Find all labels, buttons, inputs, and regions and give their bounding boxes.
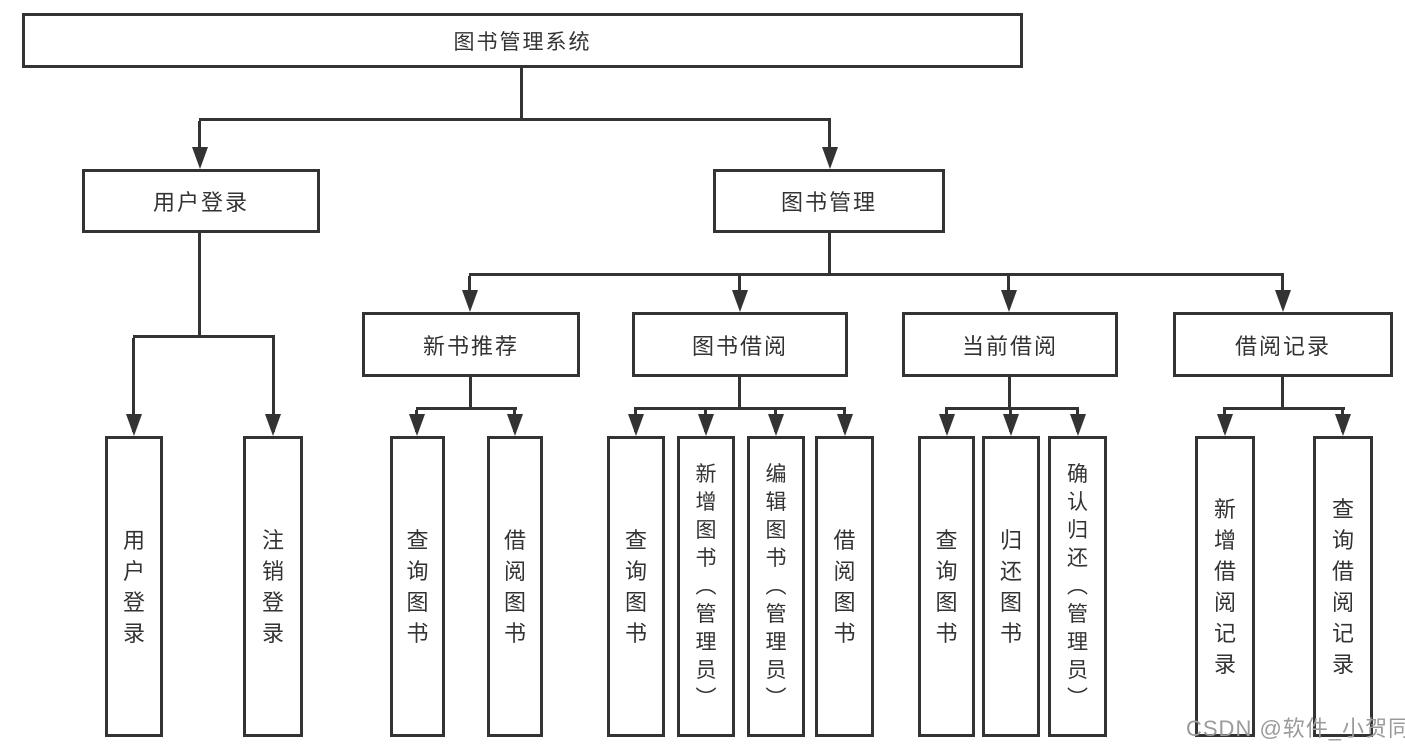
csdn-watermark: CSDN @软件_小贺同学 bbox=[1186, 716, 1405, 741]
connector-records-drop bbox=[1281, 377, 1284, 410]
node-label: 确认归还︵管理员︶ bbox=[1067, 462, 1088, 710]
connector-borrowing-drop bbox=[738, 377, 741, 410]
node-label: 新增借阅记录 bbox=[1213, 496, 1236, 677]
arrowhead-leaf-user-login bbox=[126, 414, 142, 436]
connector-to-current-borrowing bbox=[1007, 276, 1010, 291]
node-new-book-recommendation: 新书推荐 bbox=[362, 312, 580, 377]
node-book-borrowing: 图书借阅 bbox=[632, 312, 848, 377]
node-book-management: 图书管理 bbox=[713, 169, 945, 233]
arrowhead-leaf bbox=[939, 414, 955, 436]
leaf-query-books-borrowing: 查询图书 bbox=[607, 436, 665, 737]
node-label: 查询图书 bbox=[406, 527, 429, 646]
node-label: 新增图书︵管理员︶ bbox=[695, 462, 717, 710]
node-label: 借阅记录 bbox=[1234, 333, 1331, 359]
leaf-confirm-return-admin: 确认归还︵管理员︶ bbox=[1048, 436, 1107, 737]
connector-level2-bus bbox=[469, 273, 1284, 276]
connector-recommend-drop bbox=[469, 377, 472, 410]
arrowhead-borrowing-records bbox=[1275, 290, 1291, 312]
arrowhead-leaf bbox=[1335, 414, 1351, 436]
connector-to-new-book-recommendation bbox=[468, 276, 471, 291]
arrowhead-user-login bbox=[192, 147, 208, 169]
connector-recommend-bus bbox=[416, 407, 517, 410]
connector-to-user-login bbox=[198, 121, 201, 149]
arrowhead-leaf bbox=[507, 414, 523, 436]
node-label: 当前借阅 bbox=[961, 333, 1058, 359]
node-label: 查询图书 bbox=[624, 527, 647, 646]
arrowhead-leaf bbox=[1003, 414, 1019, 436]
connector-to-leaf-user-login bbox=[132, 338, 135, 432]
arrowhead-leaf bbox=[628, 414, 644, 436]
leaf-query-borrow-record: 查询借阅记录 bbox=[1313, 436, 1373, 737]
connector-to-book-management bbox=[828, 121, 831, 149]
leaf-query-books-recommend: 查询图书 bbox=[390, 436, 445, 737]
arrowhead-new-book-recommendation bbox=[462, 290, 478, 312]
connector-book-management-drop bbox=[828, 233, 831, 276]
leaf-return-books: 归还图书 bbox=[982, 436, 1040, 737]
node-label: 借阅图书 bbox=[833, 527, 856, 646]
node-user-login: 用户登录 bbox=[82, 169, 320, 233]
node-label: 编辑图书︵管理员︶ bbox=[765, 462, 787, 710]
connector-current-bus bbox=[945, 407, 1079, 410]
arrowhead-leaf bbox=[768, 414, 784, 436]
node-label: 图书借阅 bbox=[691, 333, 788, 359]
leaf-add-borrow-record: 新增借阅记录 bbox=[1195, 436, 1255, 737]
node-label: 图书管理系统 bbox=[453, 30, 592, 54]
node-label: 图书管理 bbox=[780, 190, 877, 215]
connector-to-borrowing-records bbox=[1281, 276, 1284, 291]
arrowhead-leaf-logout bbox=[265, 414, 281, 436]
arrowhead-leaf bbox=[409, 414, 425, 436]
node-label: 新书推荐 bbox=[422, 333, 519, 359]
node-borrowing-records: 借阅记录 bbox=[1173, 312, 1393, 377]
leaf-edit-books-admin: 编辑图书︵管理员︶ bbox=[747, 436, 805, 737]
arrowhead-book-borrowing bbox=[732, 290, 748, 312]
leaf-logout: 注销登录 bbox=[243, 436, 303, 737]
node-label: 查询图书 bbox=[935, 527, 958, 646]
arrowhead-leaf bbox=[837, 414, 853, 436]
connector-current-drop bbox=[1008, 377, 1011, 410]
node-label: 查询借阅记录 bbox=[1331, 496, 1354, 677]
connector-level1-bus bbox=[199, 118, 831, 121]
connector-user-login-bus bbox=[133, 335, 275, 338]
connector-root-drop bbox=[520, 68, 523, 121]
node-label: 用户登录 bbox=[152, 190, 249, 215]
arrowhead-leaf bbox=[698, 414, 714, 436]
node-label: 归还图书 bbox=[999, 527, 1022, 646]
arrowhead-leaf bbox=[1070, 414, 1086, 436]
leaf-add-books-admin: 新增图书︵管理员︶ bbox=[677, 436, 735, 737]
connector-to-leaf-logout bbox=[272, 338, 275, 432]
leaf-borrow-books: 借阅图书 bbox=[815, 436, 874, 737]
connector-to-book-borrowing bbox=[738, 276, 741, 291]
leaf-borrow-books-recommend: 借阅图书 bbox=[487, 436, 543, 737]
connector-records-bus bbox=[1223, 407, 1345, 410]
arrowhead-leaf bbox=[1217, 414, 1233, 436]
node-label: 注销登录 bbox=[261, 527, 284, 646]
node-label: 用户登录 bbox=[122, 527, 145, 646]
arrowhead-current-borrowing bbox=[1001, 290, 1017, 312]
arrowhead-book-management bbox=[822, 147, 838, 169]
leaf-user-login: 用户登录 bbox=[105, 436, 163, 737]
connector-borrowing-bus bbox=[634, 407, 846, 410]
node-label: 借阅图书 bbox=[503, 527, 526, 646]
node-library-management-system: 图书管理系统 bbox=[22, 13, 1023, 68]
connector-user-login-drop bbox=[198, 233, 201, 338]
node-current-borrowing: 当前借阅 bbox=[902, 312, 1118, 377]
leaf-query-books-current: 查询图书 bbox=[918, 436, 975, 737]
